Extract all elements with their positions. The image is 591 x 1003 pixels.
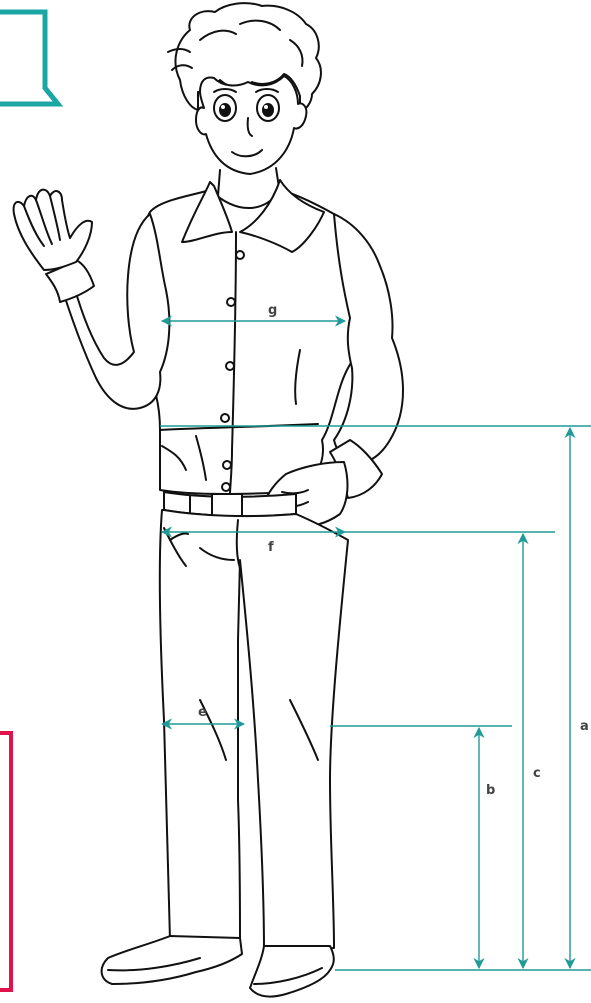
measure-a-label: a [580,719,589,734]
measure-f-label: f [268,540,274,555]
measure-c-label: c [533,766,541,781]
measure-e-label: e [198,705,207,720]
pants [160,510,348,950]
left-hand [14,190,92,270]
red-callout-box [0,733,11,990]
right-shoe [250,946,334,996]
left-shoe [102,936,242,984]
measure-g-label: g [268,303,277,318]
measure-b-label: b [486,783,495,798]
face [196,76,306,174]
teal-callout-box [0,12,58,104]
person-figure [14,3,403,996]
